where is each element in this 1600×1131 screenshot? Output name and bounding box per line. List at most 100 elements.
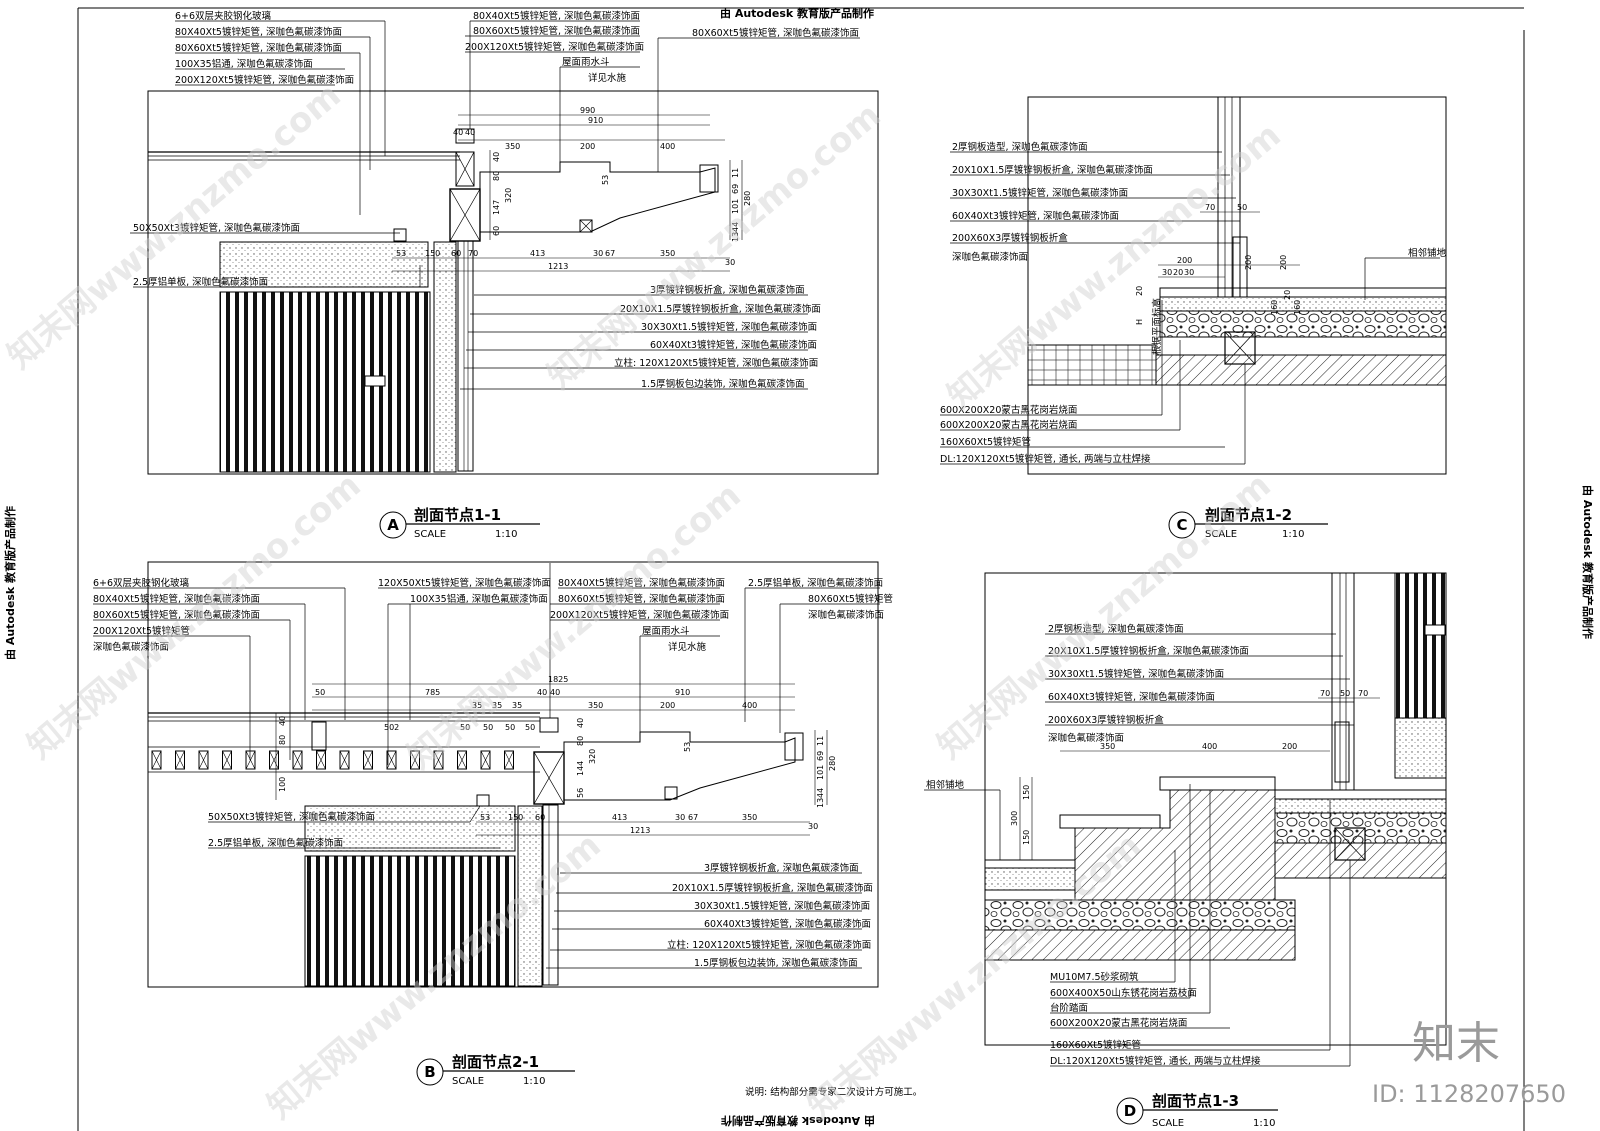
section-a-note-left-4: 200X120Xt5镀锌矩管, 深咖色氟碳漆饰面	[175, 74, 354, 86]
section-c-dim-20b: 20	[1135, 286, 1144, 296]
section-b-notes-right: 2.5厚铝单板, 深咖色氟碳漆饰面 80X60Xt5镀锌矩管 深咖色氟碳漆饰面	[744, 577, 893, 733]
section-b-note-mid2-1: 80X60Xt5镀锌矩管, 深咖色氟碳漆饰面	[558, 593, 725, 605]
section-b-dimensions: 1825 50 785 40 40 910 35 35 35 350 200 4…	[275, 675, 837, 836]
section-b-note-mid1-0: 120X50Xt5镀锌矩管, 深咖色氟碳漆饰面	[378, 577, 551, 589]
section-d-note-top-4: 200X60X3厚镀锌钢板折盒	[1048, 714, 1164, 726]
section-d-note-bottom-4: 160X60Xt5镀锌矩管	[1050, 1039, 1141, 1051]
section-b-vdim-11: 11	[816, 736, 825, 746]
section-a-vdim-280: 280	[743, 191, 752, 206]
section-a-vdim-53: 53	[601, 175, 610, 185]
section-d-badge: D	[1124, 1102, 1136, 1120]
section-b-notes-bottom: 3厚镀锌钢板折盒, 深咖色氟碳漆饰面 20X10X1.5厚镀锌钢板折盒, 深咖色…	[546, 862, 873, 969]
section-a-dim-990: 990	[580, 106, 595, 115]
aluminum-fin-cross	[175, 750, 185, 770]
section-b-xrow	[151, 750, 514, 770]
section-a-note-mid-0: 80X40Xt5镀锌矩管, 深咖色氟碳漆饰面	[473, 10, 640, 22]
section-a-dim-350: 350	[505, 142, 520, 151]
section-b-note-right-1: 80X60Xt5镀锌矩管	[808, 593, 893, 605]
section-c-dim-30a: 30	[1162, 268, 1172, 277]
bottom-banner: 由 Autodesk 教育版产品制作	[721, 1114, 875, 1128]
section-b-dim-400: 400	[742, 701, 757, 710]
section-a-badge: A	[387, 516, 399, 534]
section-d-note-bottom-0: MU10M7.5砂浆砌筑	[1050, 971, 1139, 983]
section-b-dim-200: 200	[660, 701, 675, 710]
aluminum-fin	[292, 750, 303, 770]
section-a-dim-400: 400	[660, 142, 675, 151]
section-a-note-left-3: 100X35铝通, 深咖色氟碳漆饰面	[175, 58, 313, 70]
section-c-dim-30b: 30	[1184, 268, 1194, 277]
aluminum-fin-cross	[363, 750, 373, 770]
top-banner: 由 Autodesk 教育版产品制作	[720, 6, 874, 20]
section-b-dim-1825: 1825	[548, 675, 568, 684]
section-a-bdim-70: 70	[468, 249, 478, 258]
section-b-dim-50c: 50	[505, 723, 515, 732]
section-a-detail	[147, 90, 879, 475]
section-a-bdim-53: 53	[396, 249, 406, 258]
section-c-dim-70: 70	[1205, 203, 1215, 212]
section-d-note-top-1: 20X10X1.5厚镀锌钢板折盒, 深咖色氟碳漆饰面	[1048, 645, 1249, 657]
aluminum-fin	[245, 750, 256, 770]
section-b-notes-lower: 50X50Xt3镀锌矩管, 深咖色氟碳漆饰面 2.5厚铝单板, 深咖色氟碳漆饰面…	[208, 805, 873, 969]
section-b-dim-50b: 50	[483, 723, 493, 732]
section-a-note-left-2: 80X60Xt5镀锌矩管, 深咖色氟碳漆饰面	[175, 42, 342, 54]
section-a-vdim-13: 13	[731, 232, 740, 242]
section-b-note-bottom-1: 20X10X1.5厚镀锌钢板折盒, 深咖色氟碳漆饰面	[672, 882, 873, 894]
section-d-dim-150b: 150	[1022, 830, 1031, 845]
section-a-note-bottom-5: 1.5厚钢板包边装饰, 深咖色氟碳漆饰面	[641, 378, 805, 390]
section-c-notes: 2厚钢板造型, 深咖色氟碳漆饰面 20X10X1.5厚镀锌钢板折盒, 深咖色氟碳…	[940, 141, 1447, 465]
aluminum-fin-cross	[292, 750, 303, 770]
section-b-vdim-144: 144	[576, 761, 585, 776]
brand-logo: 知末	[1412, 1018, 1500, 1069]
section-a-note-bottom-1: 20X10X1.5厚镀锌钢板折盒, 深咖色氟碳漆饰面	[620, 303, 821, 315]
aluminum-fin-cross	[480, 750, 491, 770]
section-d-dim-70a: 70	[1320, 689, 1330, 698]
section-b-dim-35c: 35	[512, 701, 522, 710]
section-b-vdim-53: 53	[683, 742, 692, 752]
section-a-bdim-350: 350	[660, 249, 675, 258]
section-d-note-bottom-5: DL:120X120Xt5镀锌矩管, 通长, 两端与立柱焊接	[1050, 1055, 1261, 1067]
section-d-dim-400: 400	[1202, 742, 1217, 751]
section-b-dim-35b: 35	[492, 701, 502, 710]
section-c-note-bottom-1: 600X200X20蒙古黑花岗岩烧面	[940, 419, 1077, 431]
section-a-bdim-413: 413	[530, 249, 545, 258]
section-c-scale-label: SCALE	[1205, 529, 1237, 540]
section-c-title: C 剖面节点1-2 SCALE 1:10	[1168, 506, 1328, 540]
section-d-dim-150a: 150	[1022, 785, 1031, 800]
section-a-title-text: 剖面节点1-1	[414, 506, 501, 524]
section-b-dim-35a: 35	[472, 701, 482, 710]
section-c-note-bottom-0: 600X200X20蒙古黑花岗岩烧面	[940, 404, 1077, 416]
section-b-dim-40a: 40	[537, 688, 547, 697]
section-b-bdim-60: 60	[535, 813, 545, 822]
section-c-note-top-4: 200X60X3厚镀锌钢板折盒	[952, 232, 1068, 244]
section-b-note-left-1: 80X40Xt5镀锌矩管, 深咖色氟碳漆饰面	[93, 593, 260, 605]
section-b-bdim-30: 30	[675, 813, 685, 822]
section-b-dim-910: 910	[675, 688, 690, 697]
aluminum-fin	[198, 750, 209, 770]
section-c-dim-20a: 20	[1173, 268, 1183, 277]
section-d-dim-200: 200	[1282, 742, 1297, 751]
aluminum-fin-cross	[316, 750, 326, 770]
section-c-note-adjacent: 相邻铺地	[1408, 247, 1447, 259]
section-a-note-mid-2: 200X120Xt5镀锌矩管, 深咖色氟碳漆饰面	[465, 41, 644, 53]
aluminum-fin-cross	[504, 750, 514, 770]
section-b-title-text: 剖面节点2-1	[452, 1053, 539, 1071]
aluminum-fin-cross	[386, 750, 397, 770]
aluminum-fin	[363, 750, 373, 770]
section-b-badge: B	[424, 1063, 435, 1081]
section-b-note-al: 2.5厚铝单板, 深咖色氟碳漆饰面	[208, 837, 343, 849]
section-d-dimensions: 350 400 200 70 50 70 150 300 150	[1010, 689, 1380, 860]
section-c-dim-160a: 160	[1270, 300, 1279, 315]
section-a-vdim-60: 60	[492, 226, 501, 236]
image-id: ID: 1128207650	[1372, 1080, 1566, 1108]
section-d-note-top-2: 30X30Xt1.5镀锌矩管, 深咖色氟碳漆饰面	[1048, 668, 1224, 680]
section-c-dimensions: 70 50 200 200 200 30 20 30 20 H 160 160 …	[1135, 203, 1302, 325]
aluminum-fin	[433, 750, 444, 770]
section-c-dim-200b: 200	[1244, 255, 1253, 270]
section-a-bdim-150: 150	[425, 249, 440, 258]
aluminum-fin	[175, 750, 185, 770]
aluminum-fin-cross	[198, 750, 209, 770]
section-b-bdim-67: 67	[688, 813, 698, 822]
section-b-notes-mid1: 120X50Xt5镀锌矩管, 深咖色氟碳漆饰面 100X35铝通, 深咖色氟碳漆…	[378, 577, 551, 765]
section-b-bdim-1213: 1213	[630, 826, 650, 835]
section-b-note-left-3: 200X120Xt5镀锌矩管	[93, 625, 190, 637]
